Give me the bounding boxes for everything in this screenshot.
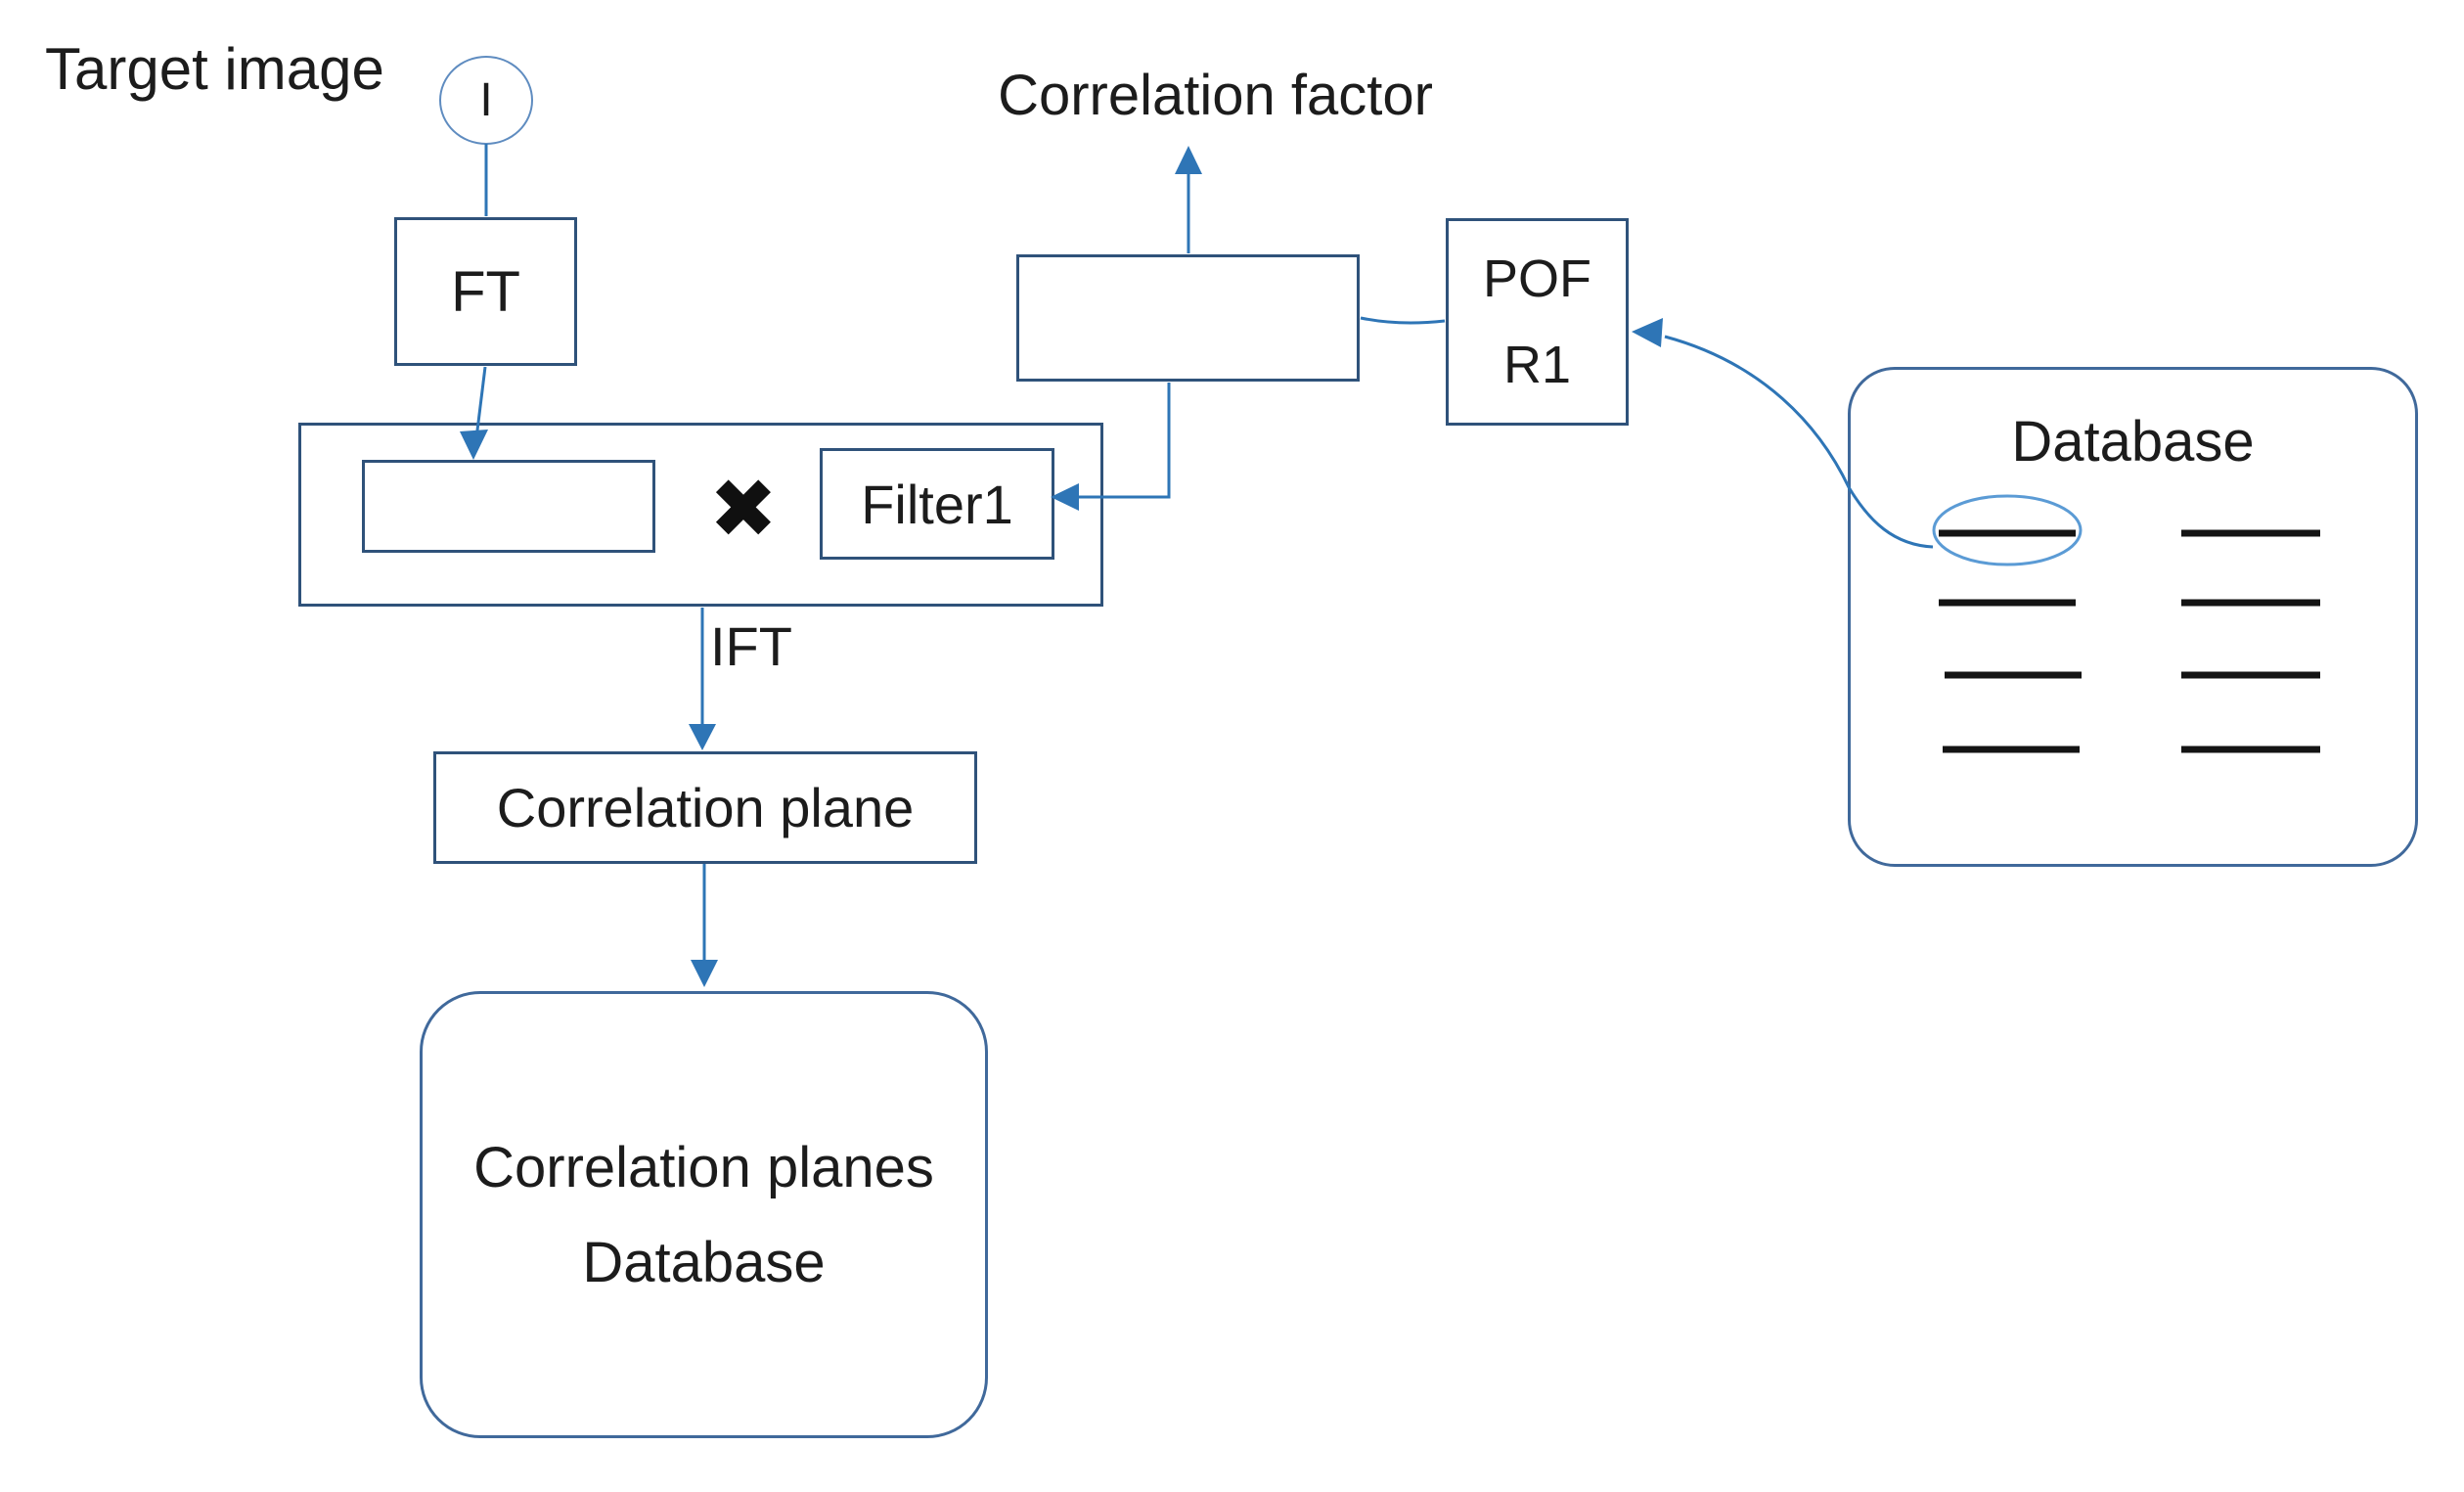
- spectrum-placeholder-box: [362, 460, 655, 553]
- correlation-planes-db-line2: Database: [582, 1230, 826, 1294]
- pof-label-line2: R1: [1502, 336, 1572, 394]
- correlation-planes-database-box: Correlation planes Database: [420, 991, 988, 1438]
- ift-label: IFT: [710, 615, 792, 677]
- ft-box: FT: [394, 217, 577, 366]
- correlation-plane-label: Correlation plane: [496, 777, 915, 838]
- database-box: Database: [1848, 367, 2418, 867]
- input-symbol-label: I: [479, 74, 493, 126]
- correlation-planes-db-line1: Correlation planes: [473, 1135, 934, 1199]
- correlation-result-box: [1016, 254, 1360, 382]
- correlation-factor-label: Correlation factor: [998, 64, 1433, 127]
- input-image-circle: I: [439, 56, 533, 145]
- target-image-label: Target image: [45, 36, 384, 102]
- ft-label: FT: [451, 259, 520, 324]
- correlation-plane-box: Correlation plane: [433, 751, 977, 864]
- pof-box: POF R1: [1446, 218, 1629, 426]
- filter1-label: Filter1: [861, 473, 1013, 535]
- filter1-box: Filter1: [820, 448, 1054, 560]
- database-title: Database: [2011, 410, 2255, 474]
- product-box: [298, 423, 1103, 607]
- multiply-icon: ✖: [708, 461, 779, 558]
- pof-label-line1: POF: [1482, 249, 1591, 308]
